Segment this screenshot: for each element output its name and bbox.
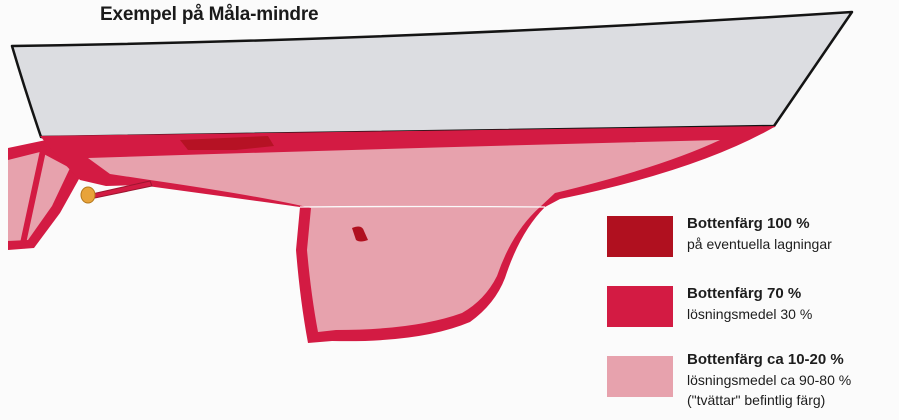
rudder-inner bbox=[8, 152, 70, 241]
repair-patch-waterline bbox=[180, 136, 274, 150]
keel-seam bbox=[299, 205, 546, 208]
legend-heading-100: Bottenfärg 100 % bbox=[687, 215, 810, 232]
repair-patch-keel bbox=[352, 226, 368, 242]
propeller-icon bbox=[80, 186, 96, 204]
legend-heading-10-20: Bottenfärg ca 10-20 % bbox=[687, 351, 844, 368]
legend-sub-10-20-b: ("tvättar" befintlig färg) bbox=[687, 392, 826, 408]
legend-swatch-100 bbox=[607, 216, 673, 257]
bottom-area-10-20 bbox=[88, 140, 720, 332]
legend-sub-10-20-a: lösningsmedel ca 90-80 % bbox=[687, 372, 852, 388]
legend-sub-70: lösningsmedel 30 % bbox=[687, 306, 813, 322]
legend-heading-70: Bottenfärg 70 % bbox=[687, 285, 802, 302]
legend-swatch-10-20 bbox=[607, 356, 673, 397]
legend-swatch-70 bbox=[607, 286, 673, 327]
diagram-title: Exempel på Måla-mindre bbox=[100, 4, 319, 25]
rudder-stock-line bbox=[19, 145, 47, 249]
legend-sub-100: på eventuella lagningar bbox=[687, 236, 832, 252]
hull-topsides bbox=[10, 10, 854, 139]
